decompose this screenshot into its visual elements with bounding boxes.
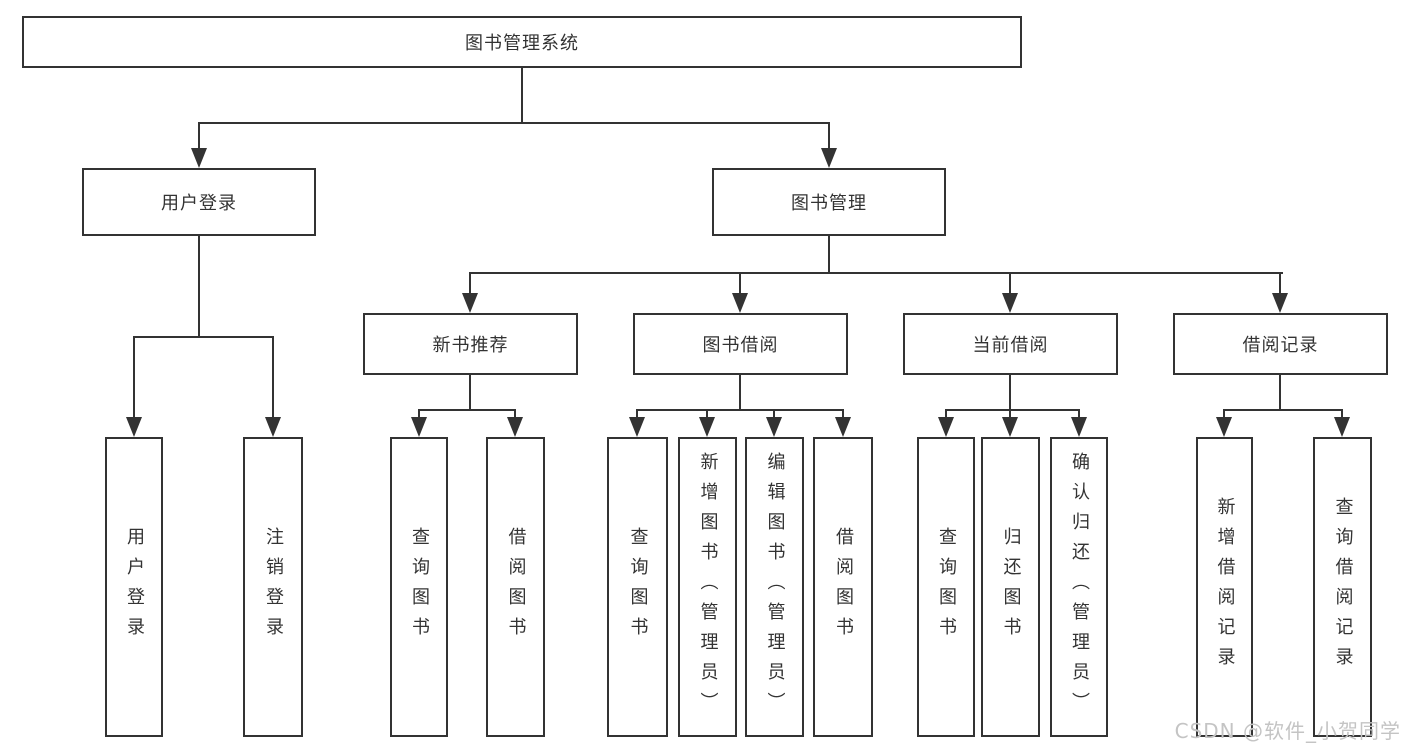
- arrow-down-icon: [1002, 293, 1018, 313]
- node-book-borrow: 图书借阅: [633, 313, 848, 375]
- node-label: 图书借阅: [702, 335, 779, 356]
- node-current-borrow: 当前借阅: [903, 313, 1118, 375]
- leaf-node-borrow-books: 借阅图书: [813, 437, 873, 737]
- edge-line: [1223, 409, 1225, 421]
- edge-line: [1223, 409, 1343, 411]
- arrow-down-icon: [507, 417, 523, 437]
- arrow-down-icon: [411, 417, 427, 437]
- edge-line: [521, 68, 523, 124]
- leaf-node-logout: 注销登录: [243, 437, 303, 737]
- node-label: 注销登录: [263, 527, 284, 647]
- edge-line: [945, 409, 947, 421]
- edge-line: [198, 236, 200, 338]
- arrow-down-icon: [1334, 417, 1350, 437]
- edge-line: [133, 336, 135, 421]
- node-label: 新书推荐: [432, 335, 509, 356]
- edge-line: [828, 122, 830, 150]
- node-root-library-management-system: 图书管理系统: [22, 16, 1022, 68]
- node-borrow-records: 借阅记录: [1173, 313, 1388, 375]
- arrow-down-icon: [265, 417, 281, 437]
- edge-line: [272, 336, 274, 421]
- edge-line: [1009, 375, 1011, 411]
- leaf-node-query-books-borrow: 查询图书: [607, 437, 668, 737]
- arrow-down-icon: [191, 148, 207, 168]
- edge-line: [706, 409, 708, 421]
- edge-line: [198, 122, 830, 124]
- edge-line: [636, 409, 638, 421]
- edge-line: [1009, 272, 1011, 295]
- leaf-node-borrow-books-recommend: 借阅图书: [486, 437, 545, 737]
- node-label: 新增借阅记录: [1214, 497, 1236, 677]
- node-label: 用户登录: [161, 193, 237, 214]
- edge-line: [842, 409, 844, 421]
- leaf-node-return-books: 归还图书: [981, 437, 1040, 737]
- node-label: 当前借阅: [972, 335, 1049, 356]
- edge-line: [1279, 375, 1281, 411]
- arrow-down-icon: [699, 417, 715, 437]
- edge-line: [945, 409, 1080, 411]
- arrow-down-icon: [1216, 417, 1232, 437]
- edge-line: [828, 236, 830, 274]
- arrow-down-icon: [835, 417, 851, 437]
- arrow-down-icon: [126, 417, 142, 437]
- csdn-watermark: CSDN @软件_小贺同学: [1174, 719, 1401, 743]
- node-book-management: 图书管理: [712, 168, 946, 236]
- edge-line: [1341, 409, 1343, 421]
- leaf-node-query-books-recommend: 查询图书: [390, 437, 448, 737]
- node-label: 图书管理系统: [465, 33, 579, 54]
- node-label: 借阅记录: [1242, 335, 1319, 356]
- edge-line: [739, 272, 741, 295]
- arrow-down-icon: [462, 293, 478, 313]
- arrow-down-icon: [732, 293, 748, 313]
- leaf-node-query-borrow-record: 查询借阅记录: [1313, 437, 1372, 737]
- edge-line: [1078, 409, 1080, 421]
- edge-line: [418, 409, 516, 411]
- edge-line: [418, 409, 420, 421]
- edge-line: [739, 375, 741, 411]
- edge-line: [514, 409, 516, 421]
- edge-line: [133, 336, 274, 338]
- edge-line: [198, 122, 200, 150]
- arrow-down-icon: [938, 417, 954, 437]
- edge-line: [636, 409, 844, 411]
- node-new-book-recommend: 新书推荐: [363, 313, 578, 375]
- edge-line: [469, 272, 471, 295]
- leaf-node-add-borrow-record: 新增借阅记录: [1196, 437, 1253, 737]
- node-label: 查询图书: [627, 527, 649, 647]
- node-label: 查询借阅记录: [1332, 497, 1354, 677]
- node-label: 借阅图书: [505, 527, 527, 647]
- node-label: 查询图书: [936, 527, 957, 647]
- arrow-down-icon: [766, 417, 782, 437]
- edge-line: [773, 409, 775, 421]
- arrow-down-icon: [1272, 293, 1288, 313]
- edge-line: [1009, 409, 1011, 421]
- leaf-node-user-login: 用户登录: [105, 437, 163, 737]
- node-label: 新增图书（管理员）: [697, 452, 719, 722]
- node-label: 借阅图书: [833, 527, 854, 647]
- leaf-node-add-books-admin: 新增图书（管理员）: [678, 437, 737, 737]
- node-label: 确认归还（管理员）: [1069, 452, 1090, 722]
- leaf-node-confirm-return-admin: 确认归还（管理员）: [1050, 437, 1108, 737]
- edge-line: [1279, 272, 1281, 295]
- node-label: 用户登录: [124, 527, 145, 647]
- node-label: 图书管理: [791, 193, 867, 214]
- leaf-node-query-books-current: 查询图书: [917, 437, 975, 737]
- arrow-down-icon: [821, 148, 837, 168]
- edge-line: [469, 272, 1283, 274]
- leaf-node-edit-books-admin: 编辑图书（管理员）: [745, 437, 804, 737]
- node-label: 归还图书: [1000, 527, 1022, 647]
- node-label: 查询图书: [409, 527, 430, 647]
- node-user-login: 用户登录: [82, 168, 316, 236]
- node-label: 编辑图书（管理员）: [764, 452, 786, 722]
- arrow-down-icon: [1002, 417, 1018, 437]
- edge-line: [469, 375, 471, 411]
- arrow-down-icon: [629, 417, 645, 437]
- arrow-down-icon: [1071, 417, 1087, 437]
